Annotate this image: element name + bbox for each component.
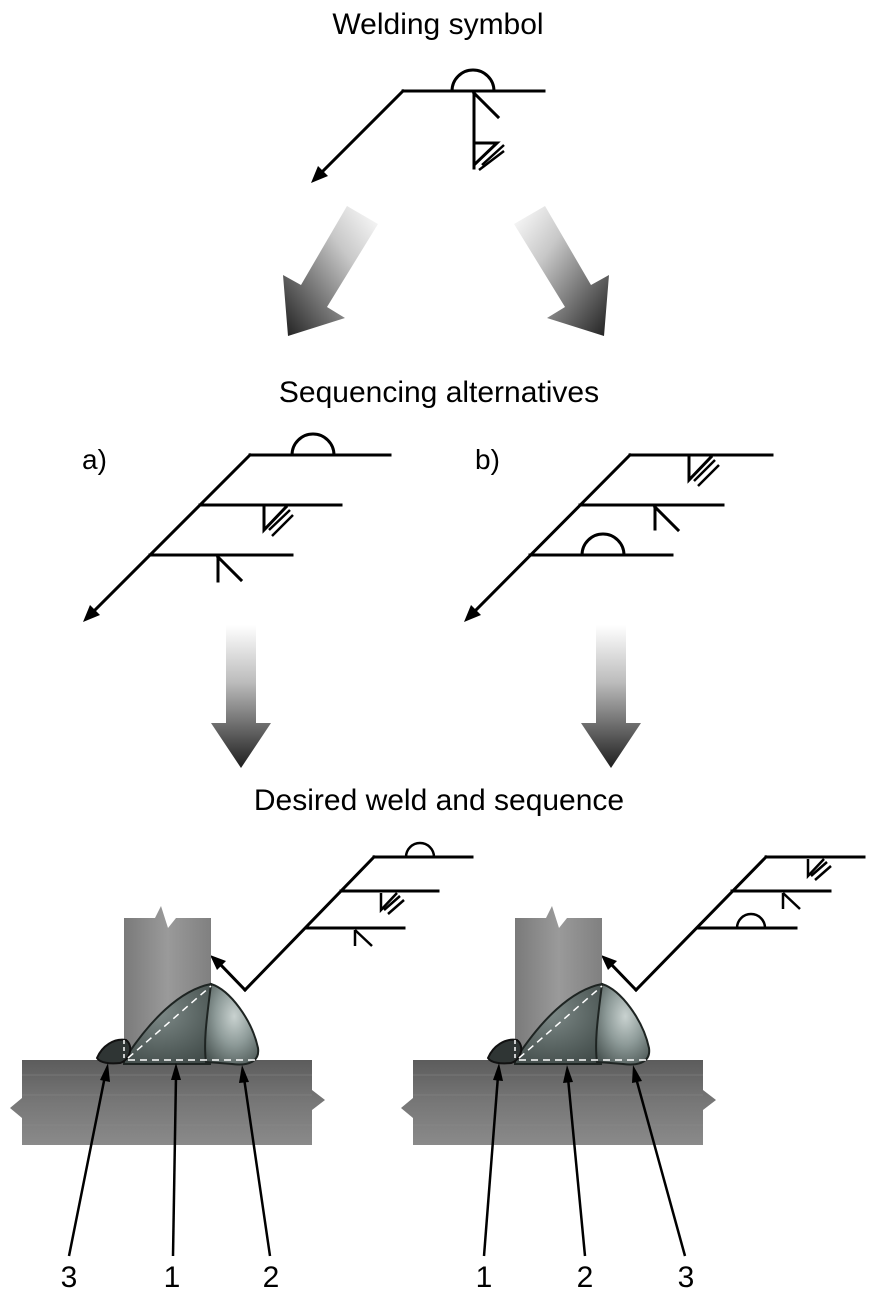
sequence-symbol-b [464, 452, 774, 622]
weld-label-left-3: 2 [263, 1261, 280, 1294]
melt-through-symbol [450, 68, 496, 93]
weld-illustration-right [401, 854, 866, 1257]
gradient-arrow-left [283, 206, 378, 336]
weld-illustration-left [10, 841, 474, 1257]
heading-sequencing-alternatives: Sequencing alternatives [279, 376, 599, 409]
welding-symbol-main [311, 68, 546, 183]
label-alternative-a: a) [82, 444, 107, 475]
gradient-arrow-right [514, 206, 609, 336]
weld-label-left-1: 3 [61, 1261, 78, 1294]
heading-desired-weld: Desired weld and sequence [254, 784, 624, 817]
fillet-symbol [472, 141, 501, 169]
weld-label-right-3: 3 [678, 1261, 695, 1294]
weld-label-right-1: 1 [476, 1261, 493, 1294]
gradient-arrow-down-b [581, 625, 641, 768]
weld-label-left-2: 1 [164, 1261, 181, 1294]
heading-welding-symbol: Welding symbol [332, 8, 543, 41]
label-alternative-b: b) [475, 444, 500, 475]
bevel-symbol [471, 90, 501, 120]
sequence-symbol-a [83, 432, 392, 622]
weld-label-right-2: 2 [577, 1261, 594, 1294]
gradient-arrow-down-a [211, 625, 271, 768]
